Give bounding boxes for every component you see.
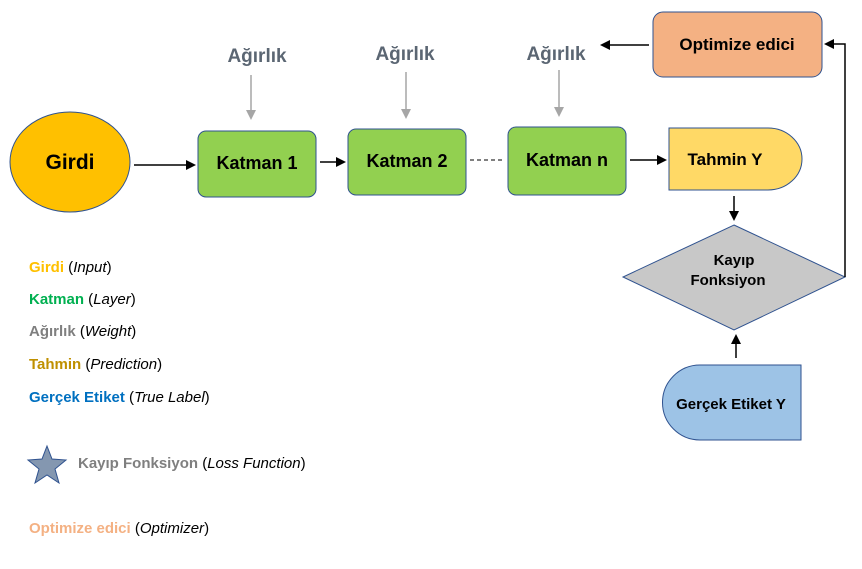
- katman-2-node: Katman 2: [347, 128, 467, 196]
- optimizer-node: Optimize edici: [652, 11, 823, 78]
- katman-1-label: Katman 1: [216, 153, 297, 173]
- legend-gercek: Gerçek Etiket (True Label): [29, 389, 210, 406]
- tahmin-label: Tahmin Y: [688, 150, 764, 169]
- weight-label-3: Ağırlık: [526, 44, 586, 65]
- arrow-kayip-optimizer: [824, 39, 846, 277]
- legend-agirlik-term: Ağırlık: [29, 323, 76, 340]
- legend-kayip-english: Loss Function: [207, 455, 301, 472]
- legend-optimizer-term: Optimize edici: [29, 520, 131, 537]
- legend-kayip: Kayıp Fonksiyon (Loss Function): [78, 455, 306, 472]
- legend-agirlik: Ağırlık (Weight): [29, 323, 137, 340]
- legend-katman: Katman (Layer): [29, 291, 136, 308]
- legend-optimizer-english: Optimizer: [139, 520, 205, 537]
- legend-tahmin-english: Prediction: [90, 356, 158, 373]
- katman-1-node: Katman 1: [197, 130, 317, 198]
- legend-optimizer: Optimize edici (Optimizer): [29, 520, 210, 537]
- kayip-node: Kayıp Fonksiyon: [621, 224, 847, 331]
- legend-girdi-english: Input: [73, 259, 107, 276]
- optimizer-label: Optimize edici: [679, 35, 794, 54]
- girdi-label: Girdi: [45, 151, 94, 174]
- legend-tahmin-term: Tahmin: [29, 356, 82, 373]
- legend-katman-english: Layer: [93, 291, 131, 308]
- kayip-label-line1: Kayıp: [714, 252, 755, 269]
- legend-gercek-english: True Label: [134, 389, 205, 406]
- legend-tahmin: Tahmin (Prediction): [29, 356, 163, 373]
- girdi-node: Girdi: [9, 111, 131, 213]
- legend-girdi-term: Girdi: [29, 259, 65, 276]
- legend-katman-term: Katman: [29, 291, 85, 308]
- kayip-label-line2: Fonksiyon: [690, 272, 765, 289]
- katman-2-label: Katman 2: [366, 151, 447, 171]
- tahmin-node: Tahmin Y: [668, 127, 803, 191]
- gercek-label: Gerçek Etiket Y: [676, 396, 786, 413]
- legend-agirlik-english: Weight: [84, 323, 132, 340]
- weight-label-2: Ağırlık: [375, 44, 435, 65]
- legend-girdi: Girdi (Input): [29, 259, 112, 276]
- legend-kayip-term: Kayıp Fonksiyon: [78, 455, 199, 472]
- katman-n-label: Katman n: [526, 150, 608, 170]
- gercek-node: Gerçek Etiket Y: [662, 364, 802, 441]
- weight-label-1: Ağırlık: [227, 46, 287, 67]
- legend-gercek-term: Gerçek Etiket: [29, 389, 125, 406]
- katman-n-node: Katman n: [507, 126, 627, 196]
- star-icon: [26, 444, 68, 485]
